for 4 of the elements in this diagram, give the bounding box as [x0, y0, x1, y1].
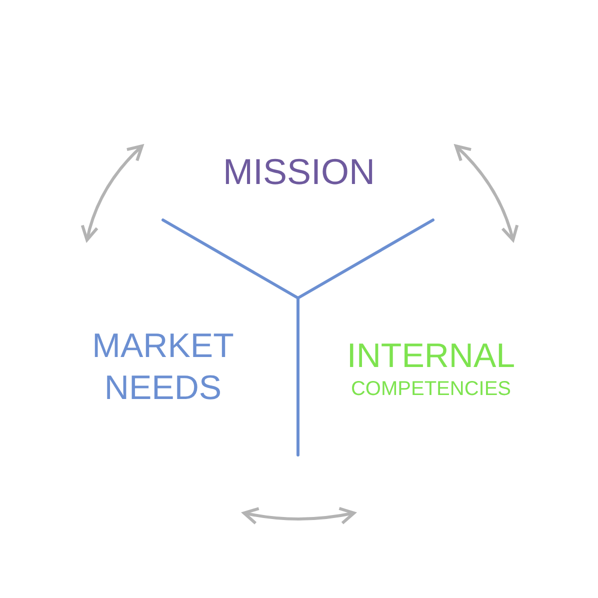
heading-text: INTERNAL — [346, 336, 516, 376]
subheading-text: COMPETENCIES — [350, 377, 512, 402]
heading-text: MISSION — [222, 150, 376, 194]
heading-text: MARKET NEEDS — [91, 326, 235, 409]
